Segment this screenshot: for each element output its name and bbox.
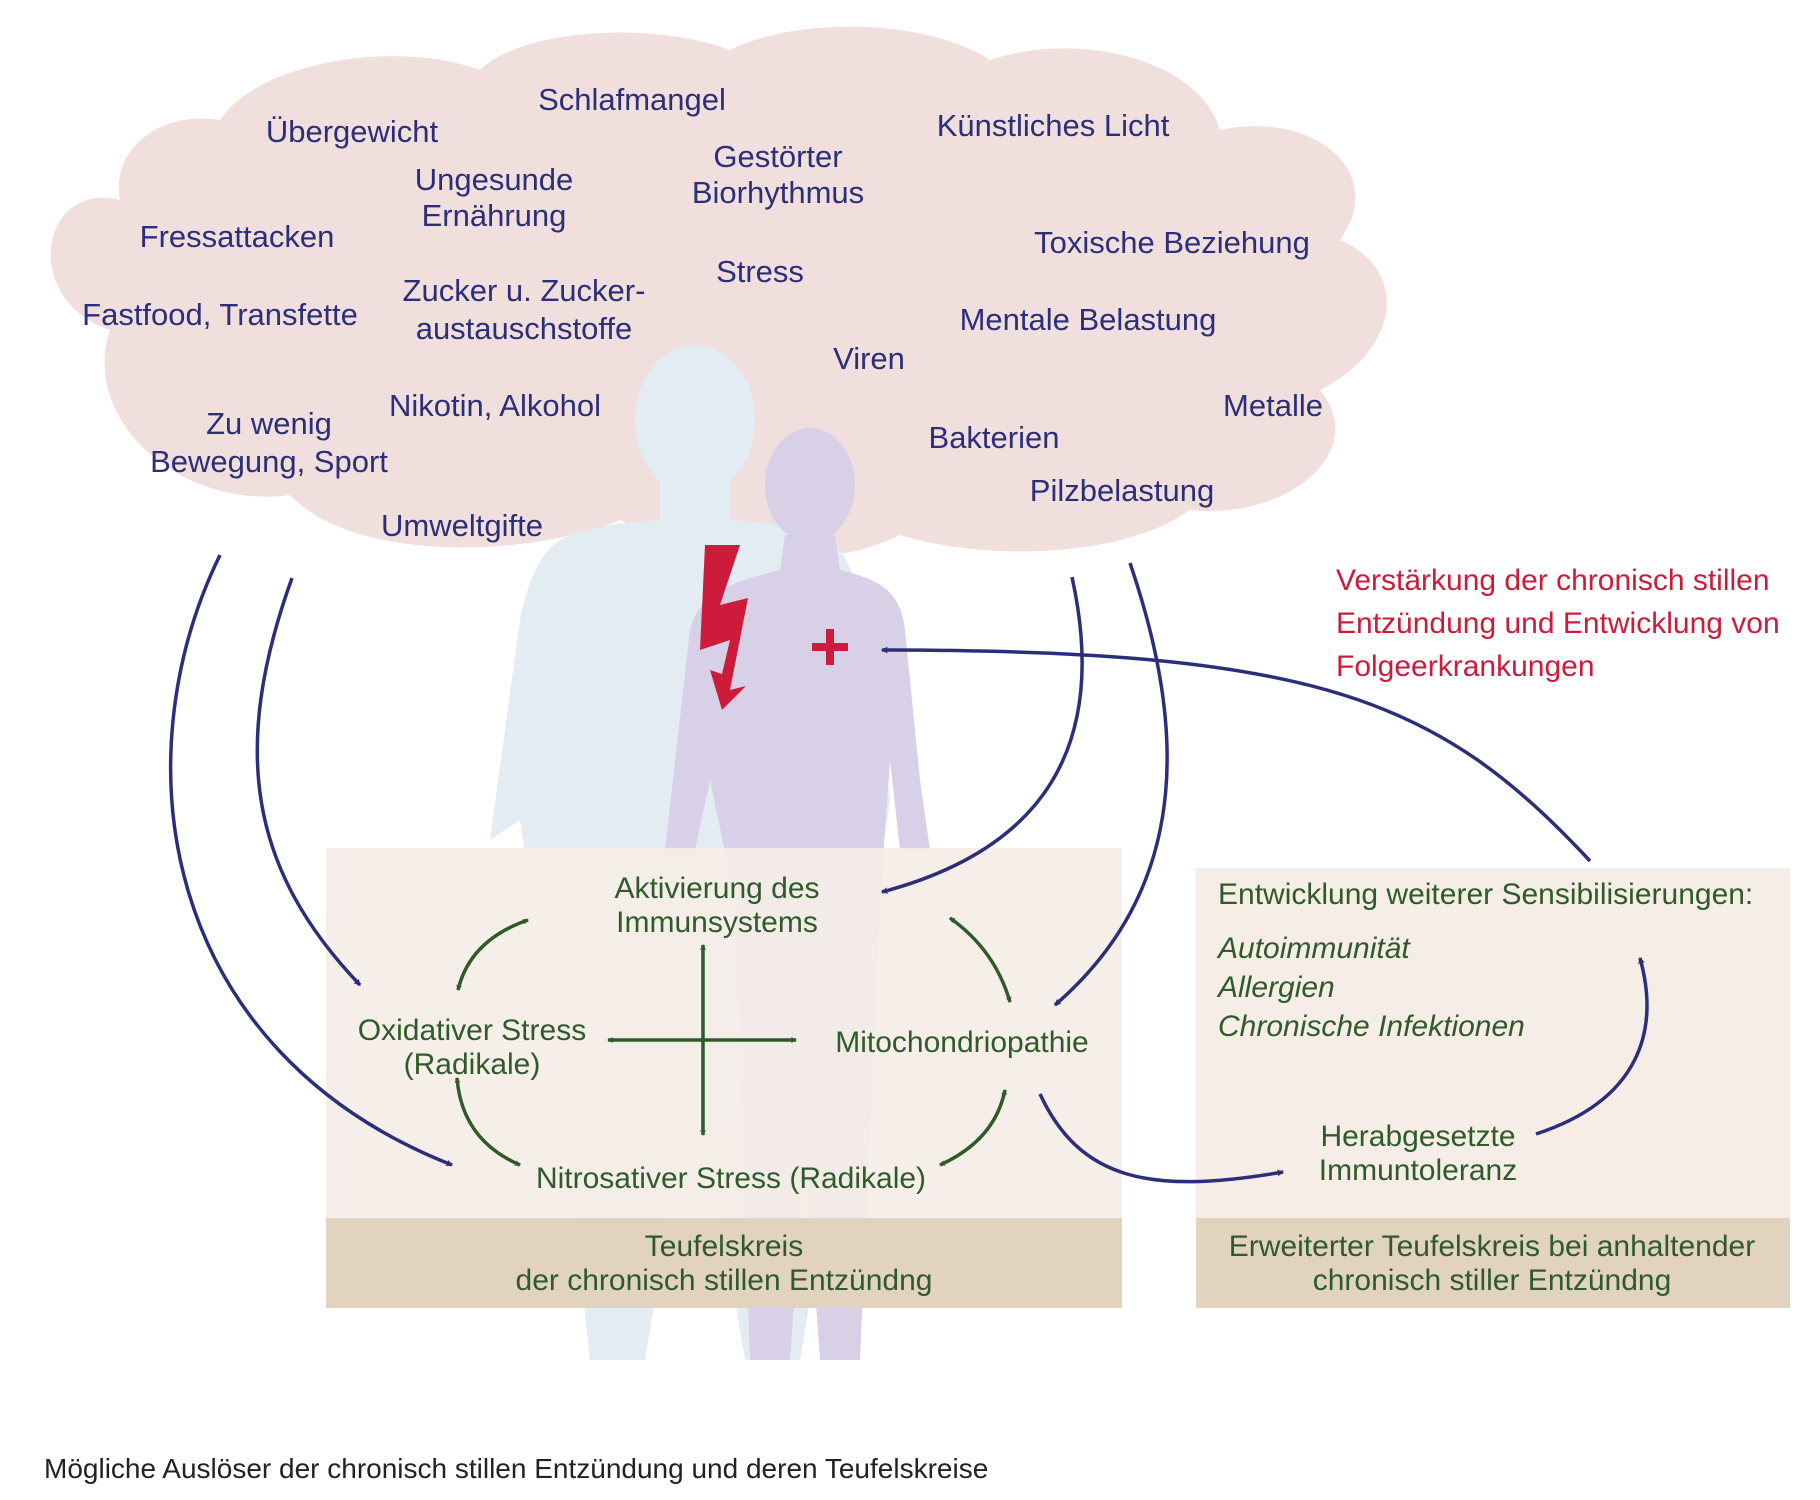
trigger-arrows xyxy=(168,554,1649,1184)
trigger-fastfood: Fastfood, Transfette xyxy=(82,297,358,332)
sensitization-item-chronic-infections: Chronische Infektionen xyxy=(1218,1010,1525,1043)
internal-arrows xyxy=(454,916,1012,1167)
arrow-mito-to-tolerance xyxy=(1038,1093,1285,1184)
trigger-stress: Stress xyxy=(716,254,804,289)
trigger-metalle: Metalle xyxy=(1223,388,1323,423)
arrow-oxidative-nitrosative xyxy=(454,1077,521,1167)
sensitization-item-autoimmunity: Autoimmunität xyxy=(1216,932,1411,965)
extended-circle-footer: Erweiterter Teufelskreis bei anhaltender… xyxy=(1229,1230,1755,1297)
trigger-toxische-beziehung: Toxische Beziehung xyxy=(1034,225,1310,260)
arrow-cloud-to-immune xyxy=(880,576,1084,894)
arrow-cloud-to-mito xyxy=(1053,562,1169,1007)
arrow-sensitization-to-body xyxy=(880,646,1592,863)
trigger-uebergewicht: Übergewicht xyxy=(266,114,439,149)
node-nitrosative-stress: Nitrosativer Stress (Radikale) xyxy=(536,1162,926,1195)
trigger-viren: Viren xyxy=(833,341,905,376)
node-mitochondriopathy: Mitochondriopathie xyxy=(835,1026,1089,1059)
trigger-umweltgifte: Umweltgifte xyxy=(381,508,543,543)
node-oxidative-stress: Oxidativer Stress(Radikale) xyxy=(358,1014,586,1081)
arrow-immune-oxidative xyxy=(456,918,529,991)
arrow-immune-mito xyxy=(948,916,1012,1003)
trigger-mentale-belastung: Mentale Belastung xyxy=(960,302,1217,337)
lightning-icon xyxy=(700,545,748,710)
trigger-nikotin-alkohol: Nikotin, Alkohol xyxy=(389,388,601,423)
trigger-schlafmangel: Schlafmangel xyxy=(538,82,726,117)
trigger-labels: Übergewicht Schlafmangel Künstliches Lic… xyxy=(82,82,1323,543)
arrow-nitrosative-mito xyxy=(939,1089,1007,1167)
arrow-tolerance-to-sensitization xyxy=(1535,956,1649,1136)
extended-circle-box xyxy=(1196,868,1790,1308)
red-cross-icon xyxy=(812,629,848,665)
arrow-cloud-to-nitrosative xyxy=(168,554,454,1167)
arrow-cloud-to-oxidative xyxy=(255,577,362,987)
trigger-fressattacken: Fressattacken xyxy=(140,219,335,254)
trigger-cloud xyxy=(50,26,1387,559)
trigger-pilzbelastung: Pilzbelastung xyxy=(1030,473,1214,508)
trigger-zucker: Zucker u. Zucker-austauschstoffe xyxy=(403,273,646,346)
trigger-bakterien: Bakterien xyxy=(929,420,1060,455)
sensitization-title: Entwicklung weiterer Sensibilisierungen: xyxy=(1218,878,1753,911)
trigger-kuenstliches-licht: Künstliches Licht xyxy=(937,108,1170,143)
sensitization-item-allergies: Allergien xyxy=(1216,971,1335,1004)
figure-caption: Mögliche Auslöser der chronisch stillen … xyxy=(44,1453,988,1484)
